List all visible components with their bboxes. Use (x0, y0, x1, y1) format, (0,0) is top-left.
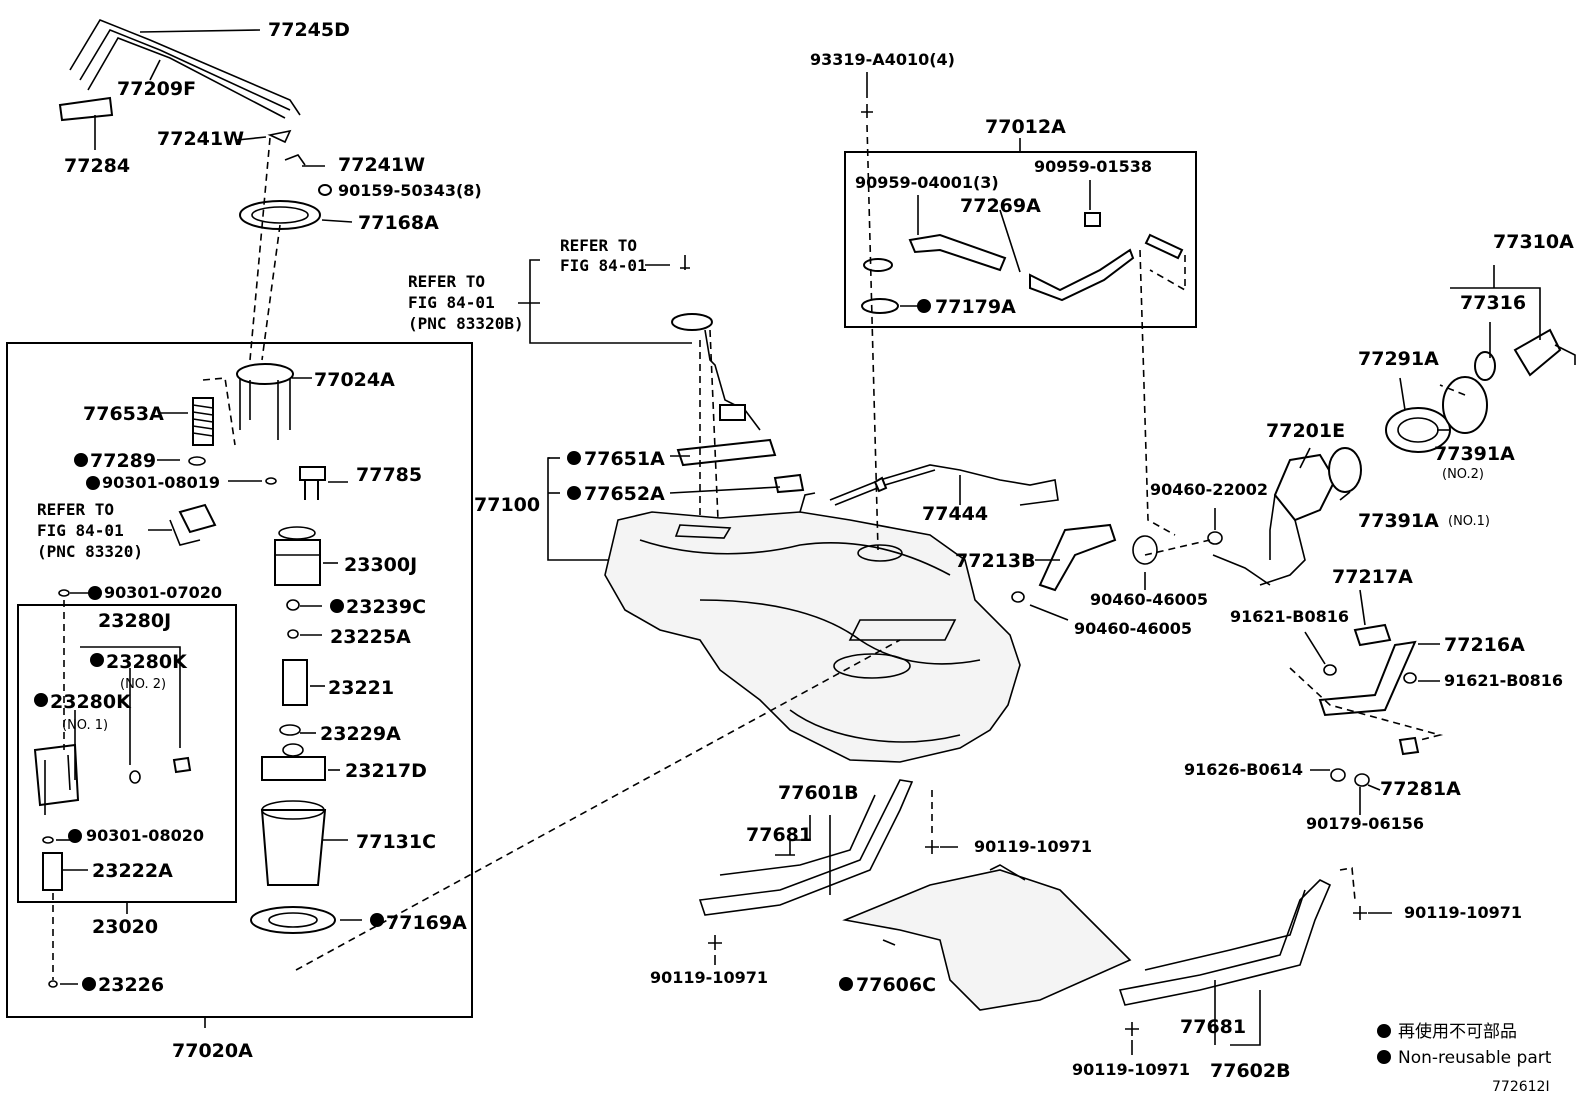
vent-line-drawing (829, 464, 1059, 506)
part-note: (NO. 2) (120, 677, 166, 692)
part-label: 90460-46005 (1074, 619, 1192, 638)
part-label: 93319-A4010(4) (810, 50, 955, 69)
part-label: 77269A (960, 195, 1041, 217)
part-label: 90159-50343(8) (338, 181, 482, 200)
part-label: 23239C (346, 596, 426, 618)
part-label: 90460-46005 (1090, 590, 1208, 609)
part-label: 77012A (985, 116, 1066, 138)
part-label: 77606C (856, 974, 936, 996)
part-label: 90119-10971 (1072, 1060, 1190, 1079)
part-label: 23226 (98, 974, 164, 996)
part-label: 77241W (338, 154, 425, 176)
part-label: 77391A (1434, 443, 1515, 465)
sender-gauge-drawing (671, 255, 805, 494)
ref-c-line-3: (PNC 83320) (37, 542, 143, 561)
part-label: 90179-06156 (1306, 814, 1424, 833)
part-label: 90959-04001(3) (855, 173, 999, 192)
pump-assembly-box (6, 342, 473, 1018)
part-label: 77024A (314, 369, 395, 391)
dashed-guides (52, 124, 1466, 980)
part-label: 90119-10971 (974, 837, 1092, 856)
legend-english: Non-reusable part (1398, 1048, 1552, 1068)
ref-c-line-1: REFER TO (37, 500, 114, 519)
part-label: 77785 (356, 464, 422, 486)
part-label: 91626-B0614 (1184, 760, 1303, 779)
part-label: 77213B (955, 550, 1036, 572)
part-label: 77601B (778, 782, 859, 804)
ref-b-line-2: FIG 84-01 (408, 293, 495, 312)
part-label: 23300J (344, 554, 417, 576)
part-label: 77316 (1460, 292, 1526, 314)
leader-lines (56, 29, 1541, 1055)
part-label: 23222A (92, 860, 173, 882)
part-note: (NO. 1) (62, 718, 108, 733)
fuel-tank-drawing (604, 492, 1021, 763)
ref-b-line-3: (PNC 83320B) (408, 314, 524, 333)
part-label: 90959-01538 (1034, 157, 1152, 176)
part-label: 23217D (345, 760, 427, 782)
part-label: 77216A (1444, 634, 1525, 656)
legend-japanese: 再使用不可部品 (1398, 1021, 1517, 1042)
ref-a-line-2: FIG 84-01 (560, 256, 647, 275)
part-label: 77289 (90, 450, 156, 472)
part-label: 90301-08019 (102, 473, 220, 492)
part-label: 90119-10971 (1404, 903, 1522, 922)
part-label: 77131C (356, 831, 436, 853)
part-label: 23020 (92, 916, 158, 938)
part-label: 23280J (98, 610, 171, 632)
fuel-lines-drawing (58, 19, 332, 230)
pump-module-drawing (33, 363, 336, 988)
filler-pipe-drawing (1011, 328, 1576, 603)
part-label: 77444 (922, 503, 988, 525)
part-label: 90301-08020 (86, 826, 204, 845)
part-label: 77217A (1332, 566, 1413, 588)
part-label: 23221 (328, 677, 394, 699)
part-label: 77201E (1266, 420, 1345, 442)
part-label: 77241W (157, 128, 244, 150)
ref-c-line-2: FIG 84-01 (37, 521, 124, 540)
part-label: 77100 (474, 494, 540, 516)
part-label: 77653A (83, 403, 164, 425)
part-label: 77652A (584, 483, 665, 505)
part-label: 23229A (320, 723, 401, 745)
part-label: 77020A (172, 1040, 253, 1062)
part-label: 77681 (746, 824, 812, 846)
part-label: 77391A (1358, 510, 1439, 532)
part-label: 77602B (1210, 1060, 1291, 1082)
part-note: (NO.1) (1448, 514, 1490, 529)
part-label: 77291A (1358, 348, 1439, 370)
part-label: 23225A (330, 626, 411, 648)
part-label: 90119-10971 (650, 968, 768, 987)
ref-b-line-1: REFER TO (408, 272, 485, 291)
diagram-id: 772612I (1492, 1079, 1550, 1095)
part-label: 77209F (117, 78, 196, 100)
part-label: 77179A (935, 296, 1016, 318)
part-label: 90460-22002 (1150, 480, 1268, 499)
part-label: 77168A (358, 212, 439, 234)
part-label: 77169A (386, 912, 467, 934)
part-label: 90301-07020 (104, 583, 222, 602)
part-label: 77284 (64, 155, 130, 177)
part-label: 77245D (268, 19, 350, 41)
non-reusable-markers (34, 299, 1391, 1064)
part-label: 91621-B0816 (1230, 607, 1349, 626)
straps-drawing (698, 779, 1367, 1036)
part-label: 77281A (1380, 778, 1461, 800)
part-label: 77310A (1493, 231, 1574, 253)
part-label: 23280K (106, 651, 188, 673)
part-label: 77681 (1180, 1016, 1246, 1038)
ref-a-line-1: REFER TO (560, 236, 637, 255)
part-note: (NO.2) (1442, 467, 1484, 482)
part-label: 77651A (584, 448, 665, 470)
part-label: 23280K (50, 691, 132, 713)
bracket-drawing (1318, 623, 1420, 787)
part-label: 91621-B0816 (1444, 671, 1563, 690)
